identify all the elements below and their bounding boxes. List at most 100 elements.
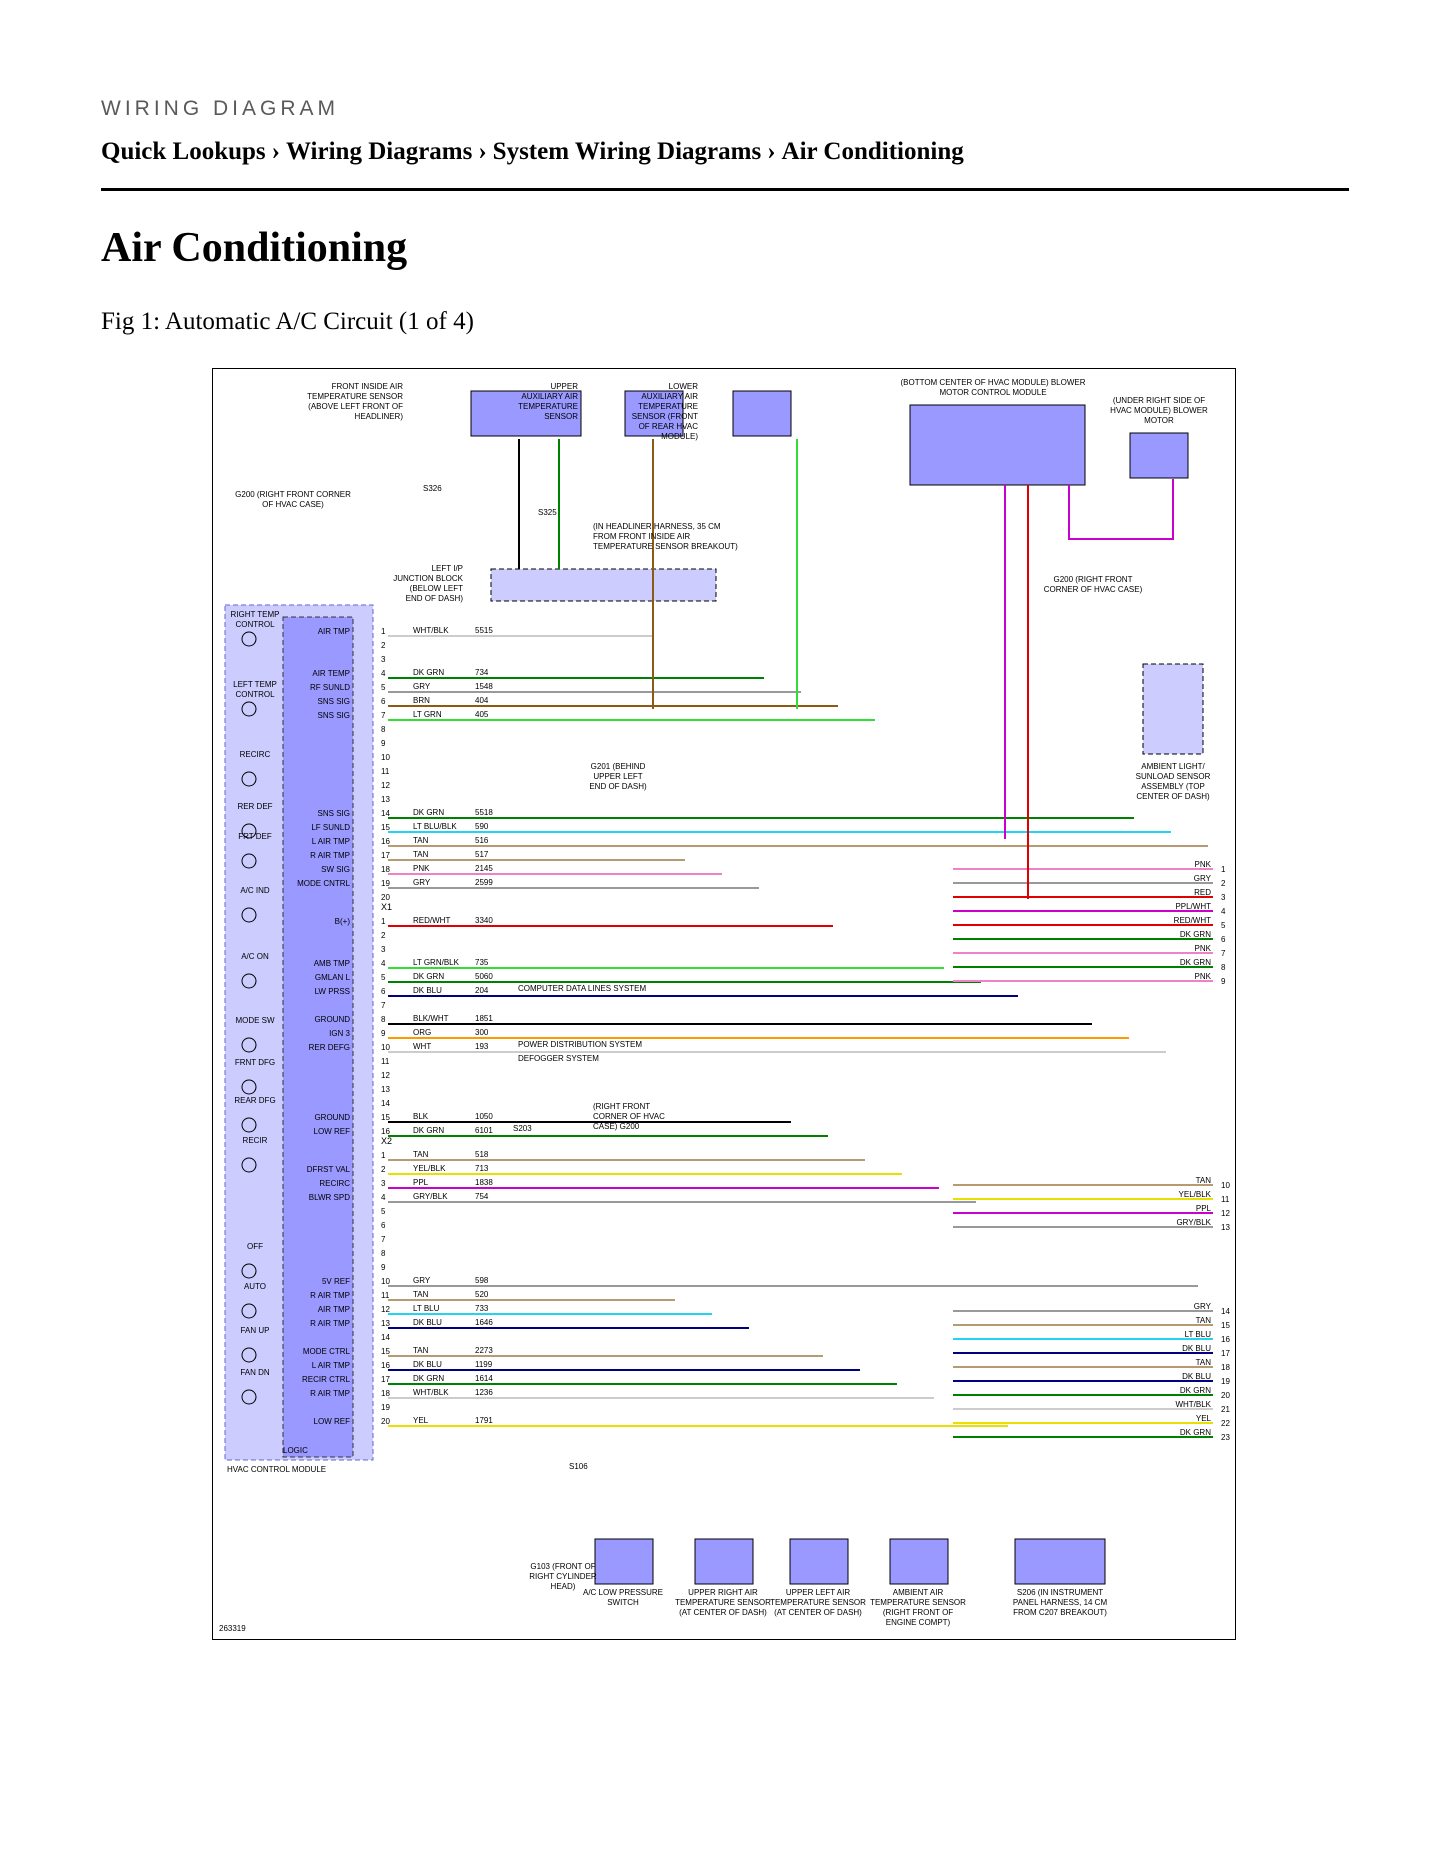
pin-number: 2 [381,1165,386,1174]
pin-number: 13 [381,1085,390,1094]
front-inside-sensor-label: (ABOVE LEFT FRONT OF [308,402,403,411]
module-control-symbol [241,1347,257,1363]
wire-label: TAN [413,1290,429,1299]
right-output-pin: 21 [1221,1405,1230,1414]
right-output-pin: 13 [1221,1223,1230,1232]
module-control-label: A/C ON [241,952,269,961]
module-control-symbol [241,1303,257,1319]
circuit-number: 518 [475,1150,489,1159]
circuit-number: 520 [475,1290,489,1299]
wire-label: DK BLU [413,1318,442,1327]
connector-label: X1 [381,902,392,912]
pin-number: 4 [381,959,386,968]
module-control-label: CONTROL [235,690,275,699]
splice-note: TEMPERATURE SENSOR BREAKOUT) [593,542,738,551]
pin-number: 2 [381,641,386,650]
module-control-symbol [241,1263,257,1279]
pin-number: 1 [381,627,386,636]
circuit-number: 517 [475,850,489,859]
upper-aux-sensor-label: AUXILIARY AIR [521,392,578,401]
wire-label: BRN [413,696,430,705]
pin-number: 4 [381,669,386,678]
pin-number: 18 [381,865,390,874]
pin-number: 16 [381,837,390,846]
module-control-symbol [241,1117,257,1133]
pin-number: 11 [381,1291,390,1300]
right-output-pin: 14 [1221,1307,1230,1316]
module-control-label: RECIRC [240,750,271,759]
ambient-light-sensor [1142,663,1204,755]
pin-signal: DFRST VAL [307,1165,351,1174]
module-control-label: RIGHT TEMP [230,610,279,619]
module-control-symbol [241,701,257,717]
blower-control-module [909,404,1086,486]
pin-number: 13 [381,795,390,804]
circuit-number: 2145 [475,864,493,873]
pin-signal: BLWR SPD [309,1193,350,1202]
pin-number: 17 [381,1375,390,1384]
pin-signal: RECIRC [319,1179,350,1188]
blower-motor [1129,432,1189,479]
splice-note: (IN HEADLINER HARNESS, 35 CM [593,522,721,531]
upper-left-sensor-label: TEMPERATURE SENSOR [770,1598,866,1607]
ac-low-switch [594,1538,654,1585]
system-ref: DEFOGGER SYSTEM [518,1054,599,1063]
blower-lead [1068,479,1174,540]
pin-signal: RER DEFG [309,1043,350,1052]
lower-aux-sensor-label: OF REAR HVAC [639,422,699,431]
pin-signal: AMB TMP [314,959,350,968]
circuit-number: 1851 [475,1014,493,1023]
front-inside-sensor-label: TEMPERATURE SENSOR [307,392,403,401]
wire-label: GRY/BLK [413,1192,448,1201]
breadcrumb-wiring-diagrams[interactable]: Wiring Diagrams [286,138,473,165]
right-output-label: PNK [1195,972,1212,981]
breadcrumb-quick-lookups[interactable]: Quick Lookups [101,138,266,165]
wire-label: LT GRN/BLK [413,958,460,967]
pin-number: 19 [381,879,390,888]
circuit-number: 1791 [475,1416,493,1425]
pin-number: 11 [381,767,390,776]
junction-block-label: JUNCTION BLOCK [393,574,463,583]
module-control-label: LEFT TEMP [233,680,277,689]
module-control-label: FAN DN [240,1368,270,1377]
right-output-label: GRY [1194,1302,1212,1311]
upper-right-sensor-label: (AT CENTER OF DASH) [679,1608,767,1617]
pin-number: 10 [381,1043,390,1052]
right-output-pin: 20 [1221,1391,1230,1400]
module-control-label: CONTROL [235,620,275,629]
wire-label: GRY [413,1276,431,1285]
junction-block-label: LEFT I/P [432,564,463,573]
pin-signal: MODE CNTRL [297,879,350,888]
pin-signal: AIR TMP [318,627,350,636]
pin-number: 16 [381,1361,390,1370]
breadcrumb-air-conditioning[interactable]: Air Conditioning [781,138,964,165]
circuit-number: 5060 [475,972,493,981]
pin-number: 1 [381,917,386,926]
breadcrumb-system-wiring-diagrams[interactable]: System Wiring Diagrams [492,138,762,165]
ground-label: CORNER OF HVAC [593,1112,665,1121]
pin-signal: RF SUNLD [310,683,350,692]
breadcrumb-separator: › [478,138,487,165]
module-control-label: RER DEF [237,802,272,811]
circuit-number: 404 [475,696,489,705]
ac-low-switch-label: A/C LOW PRESSURE [583,1588,663,1597]
ground-label: CASE) G200 [593,1122,640,1131]
right-output-pin: 22 [1221,1419,1230,1428]
ambient-light-sensor-label: CENTER OF DASH) [1136,792,1210,801]
upper-left-sensor [789,1538,849,1585]
right-output-label: YEL [1196,1414,1212,1423]
pin-number: 15 [381,1347,390,1356]
wire-label: TAN [413,836,429,845]
pin-signal: LF SUNLD [311,823,350,832]
circuit-number: 1548 [475,682,493,691]
hvac-logic-block [282,616,354,1458]
upper-right-sensor-label: TEMPERATURE SENSOR [675,1598,771,1607]
circuit-number: 1236 [475,1388,493,1397]
pin-signal: R AIR TMP [310,1291,350,1300]
wire-label: DK BLU [413,986,442,995]
blower-motor-label: (UNDER RIGHT SIDE OF [1113,396,1205,405]
header-divider [101,188,1349,191]
pin-number: 5 [381,683,386,692]
pin-number: 9 [381,1029,386,1038]
module-control-label: FRT DEF [238,832,272,841]
